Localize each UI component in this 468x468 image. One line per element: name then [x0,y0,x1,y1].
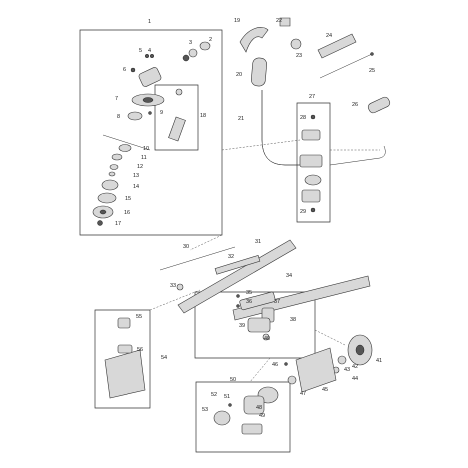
callout-label: 35 [246,290,252,296]
callout-label: 47 [300,391,306,397]
callout-label: 24 [326,33,332,39]
callout-label: 46 [272,362,278,368]
callout-label: 23 [296,53,302,59]
callout-label: 52 [211,392,217,398]
gear-head-group-box [79,29,223,236]
callout-label: 4 [148,48,151,54]
clutch-parts [284,334,373,393]
guard-parts [104,317,146,399]
mount-parts [236,291,276,341]
gear-head-parts [92,41,211,226]
callout-label: 8 [117,114,120,120]
callout-label: 36 [246,299,252,305]
callout-label: 37 [274,299,280,305]
callout-label: 12 [137,164,143,170]
clamp-parts [299,114,323,213]
callout-label: 53 [202,407,208,413]
callout-label: 17 [115,221,121,227]
callout-label: 32 [228,254,234,260]
callout-label: 56 [137,347,143,353]
callout-label: 33 [170,283,176,289]
callout-label: 42 [352,364,358,370]
callout-label: 22 [276,18,282,24]
clutch-housing-group-box [195,381,291,453]
housing-parts [213,386,279,435]
callout-label: 19 [234,18,240,24]
callout-label: 41 [376,358,382,364]
callout-label: 29 [300,209,306,215]
callout-label: 49 [259,413,265,419]
callout-label: 27 [309,94,315,100]
callout-labels: 1 2 3 4 5 6 7 8 9 10 11 12 13 14 15 16 1… [115,18,382,419]
dashed-leader [189,234,223,251]
callout-label: 9 [160,110,163,116]
callout-label: 10 [143,146,149,152]
callout-label: 43 [344,367,350,373]
callout-label: 16 [124,210,130,216]
guard-group-box [94,309,151,409]
callout-label: 18 [200,113,206,119]
handle-clamp-group-box [296,102,331,223]
callout-label: 14 [133,184,139,190]
callout-label: 13 [133,173,139,179]
callout-label: 2 [209,37,212,43]
callout-label: 51 [224,394,230,400]
dashed-leader [249,357,271,383]
dashed-leader [314,329,346,346]
callout-label: 21 [238,116,244,122]
callout-label: 34 [286,273,292,279]
callout-label: 3 [189,40,192,46]
callout-label: 5 [139,48,142,54]
callout-label: 1 [148,19,151,25]
callout-label: 30 [183,244,189,250]
callout-label: 11 [141,155,147,161]
callout-label: 20 [236,72,242,78]
callout-label: 31 [255,239,261,245]
callout-label: 7 [115,96,118,102]
callout-label: 45 [322,387,328,393]
callout-label: 39 [239,323,245,329]
callout-label: 55 [136,314,142,320]
callout-label: 15 [125,196,131,202]
callout-label: 25 [369,68,375,74]
dashed-leader [221,139,301,151]
callout-label: 28 [300,115,306,121]
shaft-bearing-subgroup-box [154,84,199,151]
callout-label: 38 [290,317,296,323]
callout-label: 54 [161,355,167,361]
dashed-leader [149,289,201,311]
callout-label: 6 [123,67,126,73]
callout-label: 44 [352,376,358,382]
callout-label: 40 [264,336,270,342]
callout-label: 48 [256,405,262,411]
throttle-handle-parts [239,17,391,166]
callout-label: 26 [352,102,358,108]
callout-label: 50 [230,377,236,383]
